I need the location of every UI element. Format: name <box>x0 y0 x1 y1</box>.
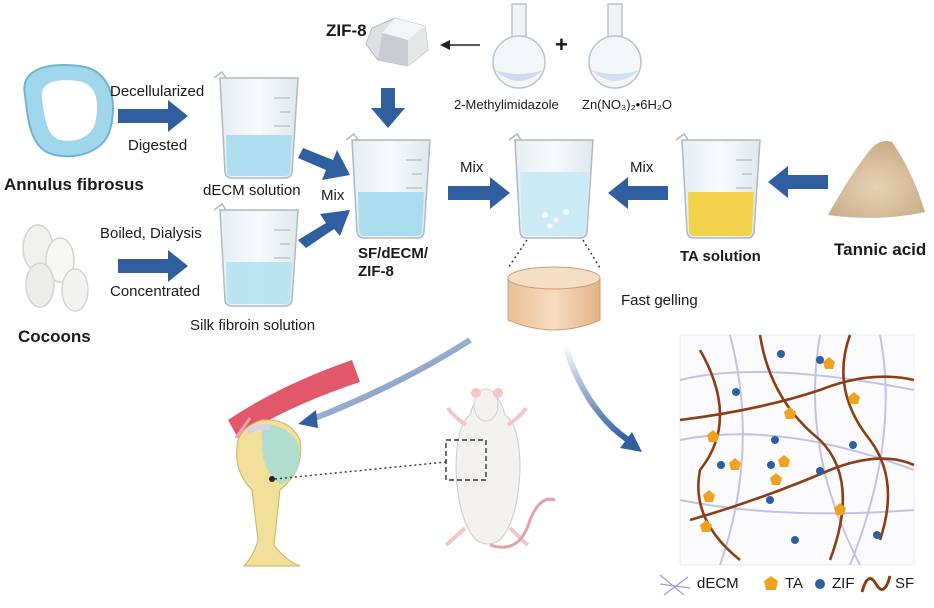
label-ta-solution: TA solution <box>680 248 761 265</box>
process-arrows <box>118 88 828 282</box>
network-schematic <box>679 334 915 566</box>
hydrogel-disc-icon <box>507 266 601 331</box>
flask-zinc-nitrate-icon <box>588 3 642 89</box>
beaker-sf-decm-zif8-icon <box>345 132 431 239</box>
legend: dECM TA ZIF SF <box>655 570 925 596</box>
beaker-decm-icon <box>213 70 299 179</box>
annulus-fibrosus-ring-icon <box>23 64 114 158</box>
legend-sf-icon <box>860 575 892 593</box>
arrow-tannic <box>768 166 828 198</box>
gel-dotted-lines <box>507 239 601 269</box>
legend-decm-icon <box>659 574 691 596</box>
label-mix-left: Mix <box>321 187 345 204</box>
arrow-to-zif8 <box>440 40 480 50</box>
beaker-mixed-icon <box>508 132 594 239</box>
label-mix-right: Mix <box>630 159 654 176</box>
label-sf-decm-zif8-line2: ZIF-8 <box>358 263 394 280</box>
label-annulus-fibrosus: Annulus fibrosus <box>4 175 144 194</box>
label-digested: Digested <box>128 137 188 154</box>
label-tannic-acid: Tannic acid <box>834 240 927 259</box>
cocoons-icon <box>22 224 89 312</box>
label-mix-center: Mix <box>460 159 484 176</box>
legend-sf-label: SF <box>895 575 915 592</box>
legend-zif-icon <box>815 579 825 589</box>
label-fast-gelling: Fast gelling <box>621 292 698 309</box>
rat-icon <box>444 388 556 549</box>
curved-arrow-to-network <box>562 344 642 452</box>
arrow-boiled <box>118 250 188 282</box>
flask-methylimidazole-icon <box>492 3 546 89</box>
label-zinc-nitrate: Zn(NO₃)₂•6H₂O <box>582 97 672 112</box>
legend-ta-label: TA <box>785 575 804 592</box>
legend-zif-label: ZIF <box>832 575 855 592</box>
label-cocoons: Cocoons <box>18 327 91 346</box>
beaker-ta-icon <box>675 132 761 239</box>
arrow-silk-to-mix <box>298 210 350 248</box>
label-decellularized: Decellularized <box>110 83 205 100</box>
arrow-mix-center <box>448 177 510 209</box>
zif8-crystal-icon <box>365 17 429 67</box>
arrow-mix-right <box>608 177 668 209</box>
label-methylimidazole: 2-Methylimidazole <box>454 97 559 112</box>
label-plus: + <box>555 32 568 57</box>
label-decm-solution: dECM solution <box>203 182 301 199</box>
tannic-acid-powder-icon <box>828 141 925 218</box>
legend-ta-icon <box>764 576 778 590</box>
label-silk-fibroin-solution: Silk fibroin solution <box>190 317 316 334</box>
legend-decm-label: dECM <box>697 575 739 592</box>
shoulder-dotted-line <box>274 461 447 480</box>
arrow-decellularized <box>118 100 188 132</box>
curved-arrow-to-shoulder <box>298 337 472 428</box>
arrow-decm-to-mix <box>298 148 350 180</box>
label-zif8: ZIF-8 <box>326 21 367 40</box>
label-concentrated: Concentrated <box>110 283 201 300</box>
shoulder-humerus-icon <box>228 360 360 567</box>
rat-highlight-box <box>445 439 487 481</box>
label-sf-decm-zif8-line1: SF/dECM/ <box>358 245 428 262</box>
label-boiled-dialysis: Boiled, Dialysis <box>100 225 202 242</box>
beaker-silk-fibroin-icon <box>213 202 299 307</box>
arrow-zif-down <box>371 88 405 128</box>
